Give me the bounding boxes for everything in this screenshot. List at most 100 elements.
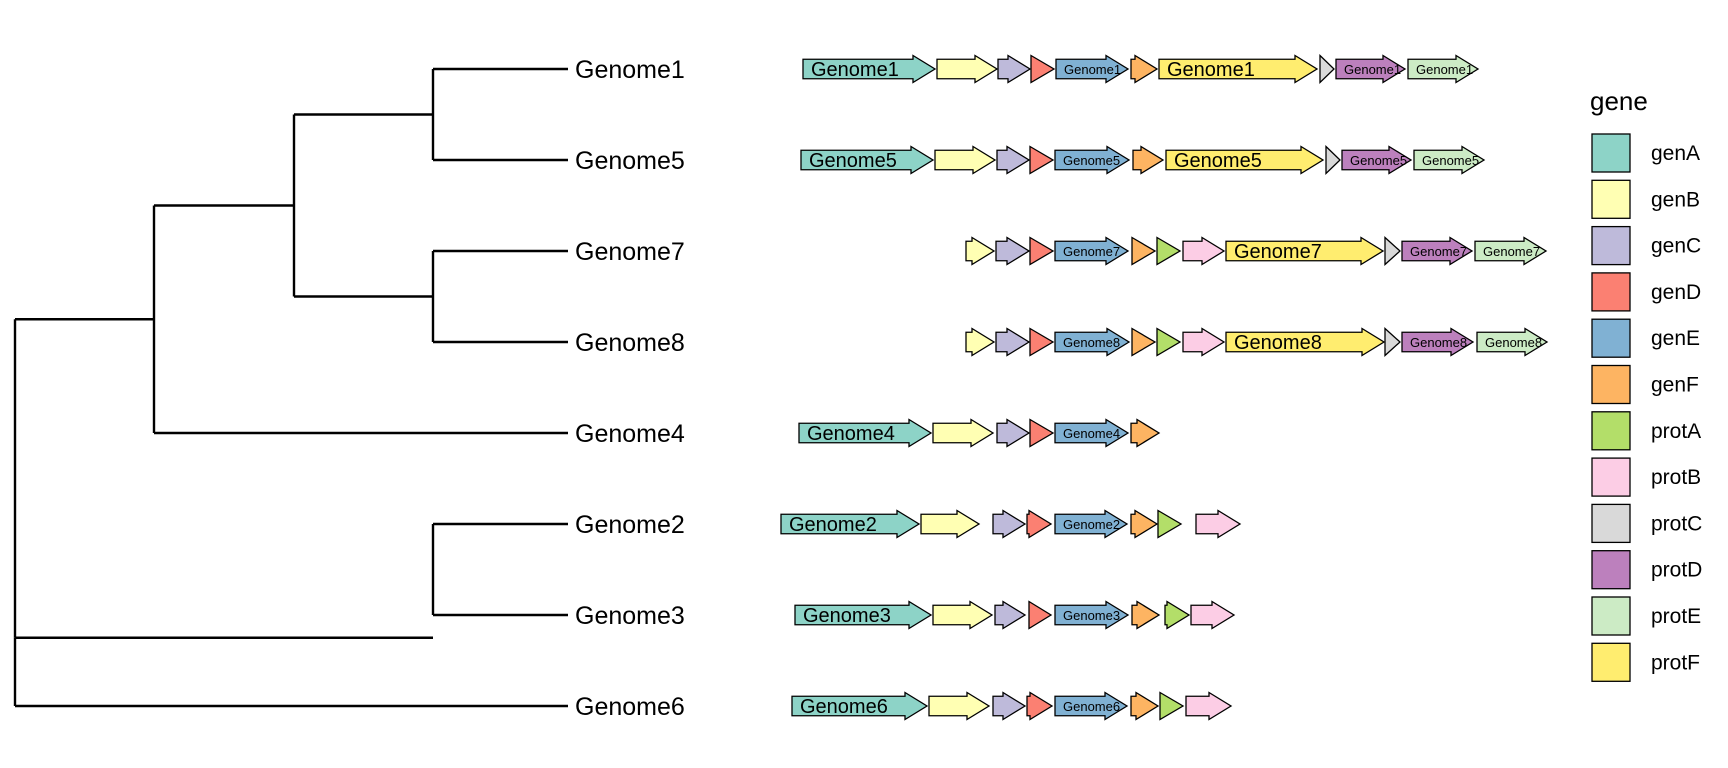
gene-label: Genome3 [803, 605, 891, 627]
gene-arrow-genc [992, 691, 1027, 721]
gene-label: Genome1 [1416, 62, 1473, 77]
gene-arrow-protb [1182, 236, 1226, 266]
legend-item-protd: protD [1591, 550, 1702, 590]
gene-arrow-gene [1054, 327, 1131, 357]
legend-label: genD [1651, 281, 1701, 304]
gene-arrow-genc [992, 509, 1027, 539]
legend-swatch [1591, 179, 1631, 219]
gene-arrow-prote [1474, 236, 1548, 266]
gene-arrow-genb [936, 54, 999, 84]
legend-item-protc: protC [1591, 503, 1702, 544]
legend-title: gene [1590, 86, 1648, 116]
gene-label: Genome7 [1410, 244, 1467, 259]
gene-label: Genome5 [809, 150, 897, 172]
gene-arrow-gend [1029, 236, 1055, 266]
gene-arrow-genc [997, 54, 1032, 84]
gene-arrow-protd [1401, 236, 1474, 266]
gene-label: Genome1 [1167, 59, 1255, 81]
gene-label: Genome1 [1064, 62, 1121, 77]
gene-arrow-genf [1131, 327, 1157, 357]
gene-arrow-protd [1335, 54, 1407, 84]
gene-arrow-gend [1029, 327, 1055, 357]
gene-arrow-protf [1158, 54, 1319, 84]
gene-arrow-genc [994, 600, 1027, 630]
legend-swatch [1591, 225, 1631, 266]
gene-arrow-gene [1055, 54, 1130, 84]
gene-arrow-protc [1384, 236, 1401, 266]
gene-arrow-protb [1195, 509, 1242, 539]
gene-track-genome1: Genome1 Genome1 Genome1 Genome1 Genome1 [802, 53, 1480, 85]
legend-item-prota: protA [1591, 411, 1701, 451]
legend-swatch [1591, 364, 1631, 405]
legend-label: genB [1651, 188, 1700, 211]
gene-arrow-gene [1054, 145, 1131, 175]
legend-label: protA [1651, 420, 1701, 443]
gene-arrow-prota [1156, 236, 1182, 266]
gene-arrow-gene [1054, 418, 1130, 448]
legend-swatch [1591, 318, 1631, 358]
legend-item-gend: genD [1591, 272, 1701, 312]
gene-arrow-protb [1185, 691, 1233, 721]
gene-arrow-genf [1130, 418, 1161, 448]
legend-label: protB [1651, 466, 1701, 489]
gene-arrow-protf [1165, 145, 1325, 175]
gene-arrow-protc [1325, 144, 1341, 176]
tip-label: Genome4 [575, 420, 685, 448]
gene-arrow-genb [932, 418, 995, 448]
tip-label: Genome5 [575, 147, 685, 175]
tip-label: Genome7 [575, 238, 685, 266]
gene-arrow-gene [1054, 691, 1129, 721]
gene-arrow-genf [1131, 600, 1161, 630]
gene-arrow-genb [965, 236, 996, 266]
legend-swatch [1591, 503, 1631, 544]
legend-item-gene: genE [1591, 318, 1700, 358]
legend-swatch [1591, 457, 1631, 497]
gene-label: Genome3 [1063, 608, 1120, 623]
gene-arrow-genf [1130, 509, 1159, 539]
tip-label: Genome1 [575, 56, 685, 84]
gene-arrow-genb [928, 691, 991, 721]
legend-label: genE [1651, 327, 1700, 350]
legend-label: genF [1651, 374, 1699, 397]
gene-arrow-prote [1476, 327, 1549, 357]
legend-item-protf: protF [1591, 642, 1700, 682]
legend: gene genAgenBgenCgenDgenEgenFprotAprotBp… [1590, 86, 1702, 682]
gene-arrow-genf [1130, 54, 1159, 84]
gene-arrow-genc [996, 418, 1031, 448]
legend-label: protC [1651, 512, 1702, 535]
gene-arrow-protb [1182, 327, 1226, 357]
gene-label: Genome2 [1063, 517, 1120, 532]
tip-label: Genome6 [575, 693, 685, 721]
legend-item-genb: genB [1591, 179, 1700, 219]
gene-track-genome3: Genome3 Genome3 [794, 600, 1236, 630]
gene-arrow-gena [780, 509, 921, 539]
legend-label: genA [1651, 142, 1700, 165]
gene-arrow-prote [1413, 145, 1486, 175]
gene-arrow-protf [1225, 327, 1386, 357]
phylogenetic-tree [13, 67, 568, 708]
gene-arrow-genf [1131, 236, 1157, 266]
legend-label: protE [1651, 605, 1701, 628]
gene-arrow-prote [1407, 54, 1480, 84]
gene-arrow-genb [920, 509, 981, 539]
gene-arrow-genb [965, 327, 996, 357]
gene-label: Genome6 [800, 696, 888, 718]
gene-label: Genome8 [1234, 332, 1322, 354]
gene-arrow-gend [1028, 600, 1053, 630]
gene-label: Genome1 [1344, 62, 1401, 77]
gene-arrow-gend [1030, 54, 1056, 84]
gene-arrow-protf [1225, 236, 1385, 266]
gene-arrow-gend [1029, 418, 1055, 448]
gene-arrow-genf [1130, 691, 1160, 721]
gene-label: Genome8 [1063, 335, 1120, 350]
legend-swatch [1591, 642, 1631, 682]
legend-swatch [1591, 272, 1631, 312]
legend-item-prote: protE [1591, 596, 1701, 636]
gene-arrow-gena [798, 418, 933, 448]
gene-label: Genome1 [811, 59, 899, 81]
